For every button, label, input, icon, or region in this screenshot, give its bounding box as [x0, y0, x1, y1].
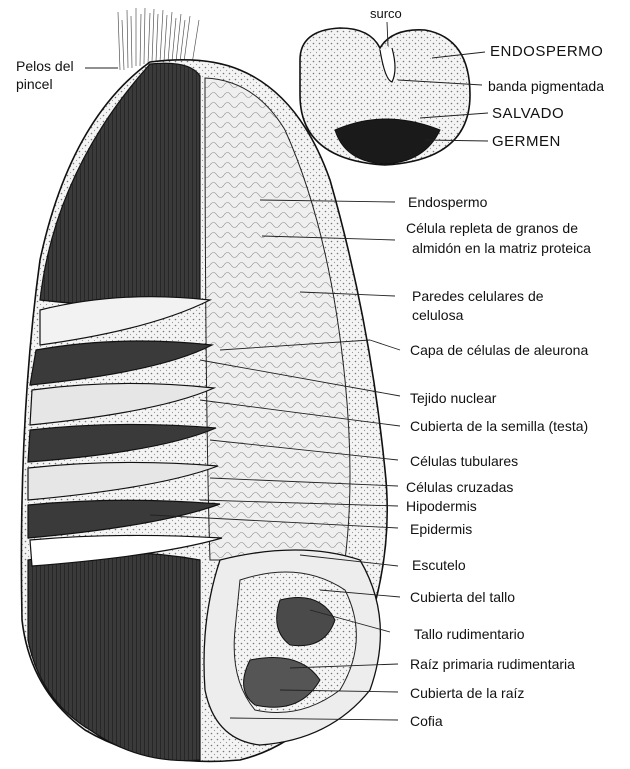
label-celula-line2: almidón en la matriz proteica [412, 240, 591, 256]
label-endospermo: Endospermo [408, 194, 487, 210]
label-paredes-line2: celulosa [412, 307, 463, 323]
cross-section-figure [300, 28, 470, 165]
label-tallo-rudimentario: Tallo rudimentario [414, 626, 525, 642]
label-endospermo-caps: ENDOSPERMO [490, 44, 603, 60]
label-tejido-nuclear: Tejido nuclear [410, 390, 496, 406]
label-germen: GERMEN [492, 134, 561, 150]
label-pelos-line1: Pelos del [16, 58, 74, 74]
label-cubierta-raiz: Cubierta de la raíz [410, 685, 524, 701]
label-escutelo: Escutelo [412, 557, 466, 573]
label-epidermis: Epidermis [410, 521, 472, 537]
bran-shell-dark-lower [28, 553, 200, 761]
label-testa: Cubierta de la semilla (testa) [410, 418, 588, 434]
label-celulas-cruzadas: Células cruzadas [406, 479, 513, 495]
label-salvado: SALVADO [492, 106, 564, 122]
label-banda-pigmentada: banda pigmentada [488, 78, 604, 94]
label-paredes-line1: Paredes celulares de [412, 288, 544, 304]
label-cubierta-tallo: Cubierta del tallo [410, 589, 515, 605]
label-cofia: Cofia [410, 713, 443, 729]
label-pelos-line2: pincel [16, 76, 53, 92]
label-raiz-primaria: Raíz primaria rudimentaria [410, 656, 575, 672]
label-celula-line1: Célula repleta de granos de [406, 220, 578, 236]
label-celulas-tubulares: Células tubulares [410, 453, 518, 469]
label-hipodermis: Hipodermis [406, 498, 477, 514]
label-aleurona: Capa de células de aleurona [410, 342, 588, 358]
label-surco: surco [370, 6, 402, 22]
